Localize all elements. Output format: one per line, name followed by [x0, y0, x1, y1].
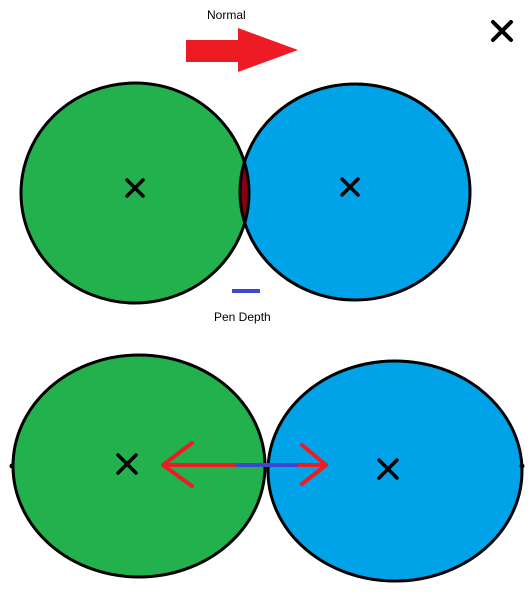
- edge-mark: [519, 463, 525, 469]
- x-marker-icon: [125, 178, 145, 198]
- pen-depth-label: Pen Depth: [214, 310, 271, 324]
- blue-circle-resolved: [266, 359, 524, 583]
- close-icon[interactable]: [491, 20, 513, 42]
- blue-circle-outline: [238, 82, 472, 302]
- green-circle-overlapping: [21, 83, 249, 303]
- normal-arrow: [186, 28, 298, 72]
- x-marker-icon: [116, 453, 138, 475]
- green-circle-outline: [19, 81, 251, 305]
- x-marker-icon: [340, 177, 360, 197]
- x-marker-icon: [377, 458, 399, 480]
- normal-label: Normal: [207, 8, 246, 22]
- edge-mark: [9, 463, 15, 469]
